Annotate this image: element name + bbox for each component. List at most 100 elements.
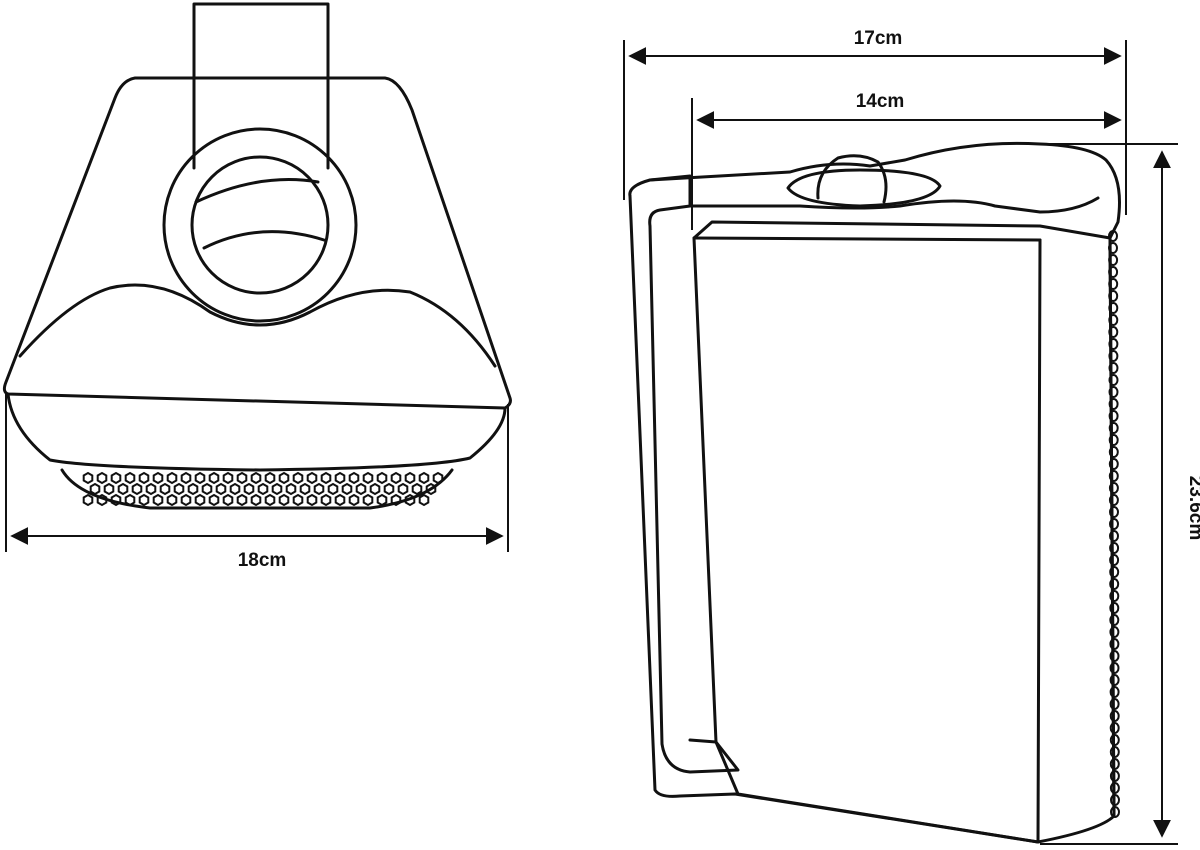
front-shoulder-curve	[18, 283, 497, 368]
grille-hole	[271, 482, 283, 496]
front-grille-holes	[82, 471, 444, 507]
grille-hole	[173, 482, 185, 496]
side-cabinet-depth-dimension: 14cm	[691, 91, 1122, 230]
grille-hole	[425, 482, 437, 496]
side-grille-hole	[1108, 386, 1119, 398]
grille-hole	[348, 471, 360, 485]
swivel-base	[786, 168, 942, 208]
grille-hole	[383, 482, 395, 496]
side-grille-hole	[1108, 482, 1119, 494]
side-grille-hole	[1109, 758, 1120, 770]
side-grille-hole	[1108, 374, 1119, 386]
grille-hole	[187, 482, 199, 496]
grille-hole	[166, 471, 178, 485]
bracket-ring-outer	[162, 127, 358, 323]
side-grille-hole	[1109, 770, 1120, 782]
grille-hole	[362, 471, 374, 485]
grille-hole	[103, 482, 115, 496]
grille-hole	[257, 482, 269, 496]
grille-hole	[418, 471, 430, 485]
overall-depth-label: 17cm	[854, 28, 903, 49]
mounting-bracket	[192, 2, 330, 170]
grille-hole	[138, 493, 150, 507]
side-grille-hole	[1108, 410, 1119, 422]
side-grille-hole	[1109, 578, 1120, 590]
swivel-knob	[816, 154, 888, 204]
side-grille-hole	[1109, 710, 1120, 722]
side-grille-hole	[1108, 230, 1118, 242]
grille-hole	[159, 482, 171, 496]
side-grille-hole	[1109, 602, 1120, 614]
grille-hole	[250, 471, 262, 485]
front-lower-bulge	[6, 392, 507, 472]
front-width-dimension: 18cm	[5, 394, 509, 571]
grille-hole	[292, 471, 304, 485]
side-grille-hole	[1109, 686, 1120, 698]
grille-hole	[110, 493, 122, 507]
grille-hole	[124, 493, 136, 507]
side-grille-hole	[1109, 698, 1120, 710]
front-grille-band	[60, 468, 454, 510]
side-grille-hole	[1109, 530, 1119, 542]
grille-hole	[369, 482, 381, 496]
grille-hole	[243, 482, 255, 496]
side-grille-hole	[1108, 302, 1119, 314]
grille-hole	[306, 493, 318, 507]
side-grille-hole	[1108, 254, 1119, 266]
side-back-edge-outer	[628, 194, 1040, 844]
side-grille-hole	[1110, 806, 1120, 818]
grille-hole	[418, 493, 430, 507]
side-grille-hole	[1109, 734, 1120, 746]
side-top-cap	[648, 141, 1121, 240]
front-width-label: 18cm	[238, 550, 287, 571]
grille-hole	[117, 482, 129, 496]
grille-hole	[341, 482, 353, 496]
grille-hole	[320, 471, 332, 485]
side-back-plate	[628, 174, 740, 774]
grille-hole	[390, 471, 402, 485]
side-grille-hole	[1108, 470, 1119, 482]
side-grille-hole	[1108, 266, 1119, 278]
grille-hole	[390, 493, 402, 507]
grille-hole	[236, 471, 248, 485]
grille-hole	[397, 482, 409, 496]
grille-hole	[208, 471, 220, 485]
side-grille-hole	[1109, 638, 1120, 650]
grille-hole	[110, 471, 122, 485]
cabinet-depth-label: 14cm	[856, 91, 905, 112]
grille-hole	[355, 482, 367, 496]
side-cabinet-front-edge	[1036, 238, 1042, 844]
grille-hole	[82, 471, 94, 485]
grille-hole	[82, 493, 94, 507]
grille-hole	[313, 482, 325, 496]
grille-hole	[376, 471, 388, 485]
grille-hole	[278, 493, 290, 507]
grille-hole	[334, 471, 346, 485]
side-grille-hole	[1108, 314, 1119, 326]
side-height-dimension: 23.6cm	[1030, 143, 1200, 845]
grille-hole	[411, 482, 423, 496]
ring-knob-curve-bottom	[202, 230, 326, 250]
grille-hole	[145, 482, 157, 496]
grille-hole	[180, 493, 192, 507]
side-cabinet-front	[692, 220, 1116, 844]
side-grille-hole	[1108, 242, 1118, 254]
grille-hole	[320, 493, 332, 507]
grille-hole	[96, 471, 108, 485]
grille-hole	[194, 493, 206, 507]
grille-hole	[250, 493, 262, 507]
side-grille-hole	[1108, 446, 1119, 458]
side-grille-hole	[1109, 542, 1120, 554]
bracket-ring-inner	[190, 155, 330, 295]
grille-hole	[96, 493, 108, 507]
side-grille-hole	[1108, 494, 1119, 506]
side-grille-hole	[1108, 422, 1119, 434]
grille-hole	[166, 493, 178, 507]
side-grille-hole	[1109, 674, 1120, 686]
grille-hole	[376, 493, 388, 507]
grille-hole	[299, 482, 311, 496]
grille-hole	[201, 482, 213, 496]
side-grille-hole	[1110, 794, 1120, 806]
grille-hole	[152, 471, 164, 485]
grille-hole	[180, 471, 192, 485]
